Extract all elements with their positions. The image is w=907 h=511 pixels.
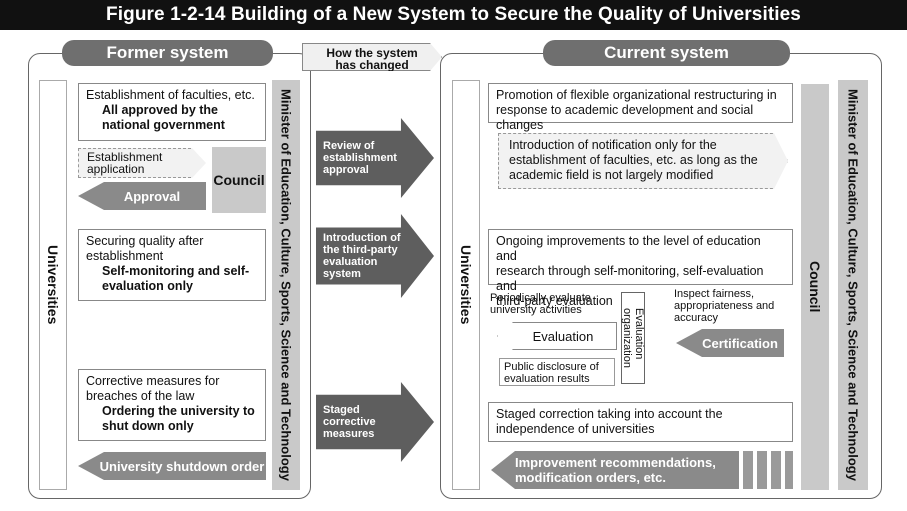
ongoing-line1: Ongoing improvements to the level of edu… <box>496 234 761 263</box>
inspect-line1: Inspect fairness, <box>674 288 755 300</box>
improvement-line2: modification orders, etc. <box>515 470 666 485</box>
notification-line3: academic field is not largely modified <box>509 168 714 182</box>
change-third-party-line4: system <box>323 268 361 280</box>
former-quality-bold-1: Self-monitoring and self- <box>102 264 250 278</box>
improvement-stripe-2 <box>757 451 767 489</box>
notification-line1: Introduction of notification only for th… <box>509 138 717 152</box>
former-system-header: Former system <box>62 40 273 66</box>
former-corrective-line1: Corrective measures for <box>86 374 220 388</box>
current-universities-label: Universities <box>458 245 474 325</box>
current-minister-column: Minister of Education, Culture, Sports, … <box>838 80 868 490</box>
improvement-arrow: Improvement recommendations, modificatio… <box>491 451 739 489</box>
former-minister-column: Minister of Education, Culture, Sports, … <box>272 80 300 490</box>
former-corrective-box: Corrective measures for breaches of the … <box>78 369 266 441</box>
former-establishment-bold-1: All approved by the <box>102 103 218 117</box>
former-quality-line2: establishment <box>86 249 164 263</box>
periodic-line1: Periodically evaluate <box>490 292 591 304</box>
improvement-line1: Improvement recommendations, <box>515 455 716 470</box>
promotion-line1: Promotion of flexible organizational res… <box>496 88 777 102</box>
disclosure-line1: Public disclosure of <box>504 361 599 373</box>
certification-label: Certification <box>702 335 778 351</box>
improvement-stripe-3 <box>771 451 781 489</box>
evaluation-arrow: Evaluation <box>497 322 617 350</box>
former-corrective-bold-1: Ordering the university to <box>102 404 255 418</box>
staged-correction-box: Staged correction taking into account th… <box>488 402 793 442</box>
evaluation-organization-box: Evaluation organization <box>621 292 645 384</box>
certification-arrow: Certification <box>676 329 784 357</box>
how-changed-line2: has changed <box>335 58 409 72</box>
promotion-line2: response to academic development and soc… <box>496 103 754 132</box>
shutdown-order-arrow: University shutdown order <box>78 452 266 480</box>
change-arrow-staged: Staged corrective measures <box>316 382 434 462</box>
change-third-party-line3: evaluation <box>323 256 378 268</box>
former-quality-box: Securing quality after establishment Sel… <box>78 229 266 301</box>
eval-org-line2: organization <box>621 308 633 368</box>
change-review-line2: establishment <box>323 152 397 164</box>
former-establishment-bold-2: national government <box>102 118 225 132</box>
ongoing-line3: third-party evaluation <box>496 294 613 308</box>
inspect-line2: appropriateness and <box>674 300 775 312</box>
staged-line2: independence of universities <box>496 422 655 436</box>
figure-title: Figure 1-2-14 Building of a New System t… <box>0 0 907 30</box>
disclosure-box: Public disclosure of evaluation results <box>499 358 615 386</box>
former-corrective-bold-2: shut down only <box>102 419 194 433</box>
change-review-line3: approval <box>323 164 369 176</box>
application-line2: application <box>87 162 145 176</box>
application-line1: Establishment <box>87 150 163 164</box>
current-system-header: Current system <box>543 40 790 66</box>
ongoing-line2: research through self-monitoring, self-e… <box>496 264 764 293</box>
approval-label: Approval <box>123 188 181 204</box>
evaluation-organization-label: Evaluation organization <box>621 308 645 368</box>
notification-arrow: Introduction of notification only for th… <box>498 133 788 189</box>
former-establishment-text: Establishment of faculties, etc. <box>86 88 255 102</box>
former-council-box: Council <box>212 147 266 213</box>
staged-line1: Staged correction taking into account th… <box>496 407 723 421</box>
former-minister-label: Minister of Education, Culture, Sports, … <box>278 89 294 481</box>
change-arrow-review: Review of establishment approval <box>316 118 434 198</box>
former-quality-bold-2: evaluation only <box>102 279 193 293</box>
eval-org-line1: Evaluation <box>633 308 645 360</box>
inspect-line3: accuracy <box>674 312 719 324</box>
improvement-stripe-1 <box>743 451 753 489</box>
periodic-line2: university activities <box>490 304 582 316</box>
improvement-stripe-4 <box>785 451 793 489</box>
former-establishment-box: Establishment of faculties, etc. All app… <box>78 83 266 141</box>
periodic-evaluate-text: Periodically evaluate university activit… <box>490 292 620 316</box>
former-council-label: Council <box>213 172 265 188</box>
establishment-application-arrow: Establishment application <box>78 148 206 178</box>
change-staged-line3: measures <box>323 428 375 440</box>
disclosure-line2: evaluation results <box>504 373 590 385</box>
change-review-line1: Review of <box>323 140 375 152</box>
change-arrow-third-party: Introduction of the third-party evaluati… <box>316 214 434 298</box>
shutdown-order-label: University shutdown order <box>99 458 265 474</box>
promotion-box: Promotion of flexible organizational res… <box>488 83 793 132</box>
change-staged-line2: corrective <box>323 416 376 428</box>
current-universities-column: Universities <box>452 80 480 490</box>
how-changed-line1: How the system <box>326 46 418 60</box>
how-changed-label: How the system has changed <box>302 43 442 71</box>
approval-arrow: Approval <box>78 182 206 210</box>
change-third-party-line1: Introduction of <box>323 232 401 244</box>
former-universities-column: Universities <box>39 80 67 490</box>
inspect-text: Inspect fairness, appropriateness and ac… <box>674 288 796 324</box>
former-universities-label: Universities <box>45 245 61 325</box>
current-council-column: Council <box>801 84 829 490</box>
notification-line2: establishment of faculties, etc. as long… <box>509 153 758 167</box>
former-quality-line1: Securing quality after <box>86 234 204 248</box>
former-corrective-line2: breaches of the law <box>86 389 195 403</box>
current-minister-label: Minister of Education, Culture, Sports, … <box>845 89 861 481</box>
ongoing-improvements-box: Ongoing improvements to the level of edu… <box>488 229 793 308</box>
change-third-party-line2: the third-party <box>323 244 398 256</box>
change-staged-line1: Staged <box>323 404 360 416</box>
evaluation-label: Evaluation <box>532 328 594 344</box>
current-council-label: Council <box>807 261 823 313</box>
